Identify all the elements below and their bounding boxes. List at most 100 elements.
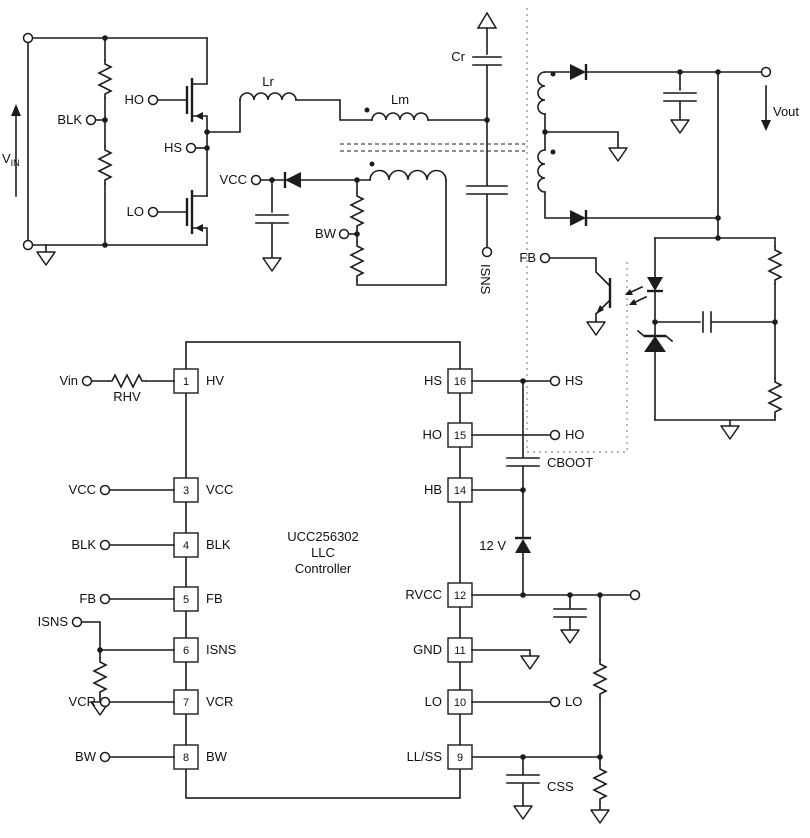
ic-name-line3: Controller <box>295 561 352 576</box>
polarity-dot-icon <box>550 149 556 155</box>
bias-supply: VCC BW <box>220 161 447 286</box>
input-source: VIN <box>2 32 208 266</box>
inductor-lr-icon <box>239 92 297 101</box>
input-terminal-bottom <box>22 239 34 251</box>
shunt-regulator-icon <box>636 329 674 352</box>
vin-arrowhead-icon <box>11 104 21 116</box>
blk-terminal <box>85 114 97 126</box>
pin-fb: 5 FB <box>173 586 223 612</box>
half-bridge: HO HS LO <box>125 37 210 246</box>
ext-rvcc <box>471 589 641 644</box>
resistor-icon <box>767 377 783 417</box>
fb-label: FB <box>519 250 536 265</box>
lo-b-terminal <box>549 696 561 708</box>
ground-icon <box>586 321 606 336</box>
ic-name-line1: UCC256302 <box>287 529 359 544</box>
css-label: CSS <box>547 779 574 794</box>
isolation-boundary <box>526 8 628 453</box>
isns-label: ISNS <box>478 264 493 295</box>
pin-lo: 10 LO <box>425 689 473 715</box>
fb-terminal <box>539 252 551 264</box>
vcc-terminal <box>250 174 262 186</box>
resistor-icon <box>767 245 783 285</box>
pin-name: HB <box>424 482 442 497</box>
ext-lo: LO <box>471 694 582 709</box>
svg-text:LO: LO <box>565 694 582 709</box>
vcc-b-terminal <box>99 484 111 496</box>
pin-name: ISNS <box>206 642 237 657</box>
center-tap <box>544 131 619 149</box>
svg-text:12: 12 <box>454 590 466 602</box>
ground-icon <box>513 805 533 820</box>
input-divider: BLK <box>57 35 113 248</box>
pin-llss: 9 LL/SS <box>407 744 473 770</box>
fb-b-terminal <box>99 593 111 605</box>
pin-name: GND <box>413 642 442 657</box>
svg-text:6: 6 <box>183 645 189 657</box>
ground-icon <box>670 119 690 134</box>
svg-text:HO: HO <box>565 427 585 442</box>
ground-icon <box>720 425 740 440</box>
vout-terminal <box>760 66 772 78</box>
css-cap-icon <box>506 756 540 807</box>
svg-text:16: 16 <box>454 376 466 388</box>
svg-text:ISNS: ISNS <box>38 614 69 629</box>
resistor-rhv-icon <box>107 373 147 389</box>
rail-triangle-icon <box>476 11 498 29</box>
resistor-icon <box>592 659 608 699</box>
cboot-label: CBOOT <box>547 455 593 470</box>
hs-b-terminal <box>549 375 561 387</box>
vout-label: Vout <box>773 104 799 119</box>
vcr-terminal <box>99 696 111 708</box>
ext-vcr: VCR <box>69 694 175 709</box>
ext-hb-bootdiode: 12 V <box>471 487 531 596</box>
rvcc-terminal <box>629 589 641 601</box>
bw-label: BW <box>315 226 337 241</box>
pin-name: BLK <box>206 537 231 552</box>
output-rectifier: Vout <box>570 64 799 226</box>
pin-name: LO <box>425 694 442 709</box>
input-rails <box>27 37 208 246</box>
pin-ho: 15 HO <box>423 422 473 448</box>
hs-terminal <box>185 142 197 154</box>
resistor-icon <box>92 657 108 697</box>
lo-terminal <box>147 206 159 218</box>
svg-text:7: 7 <box>183 697 189 709</box>
diode-icon <box>283 172 301 188</box>
resistor-icon <box>97 59 113 99</box>
resistor-icon <box>349 241 365 281</box>
ext-bw: BW <box>75 749 175 764</box>
ext-hv-rhv: Vin RHV <box>59 373 175 404</box>
isns-terminal <box>481 246 493 258</box>
low-side-mosfet-icon <box>157 190 208 246</box>
svg-text:14: 14 <box>454 485 466 497</box>
ho-b-terminal <box>549 429 561 441</box>
feedback-network: FB <box>519 217 783 440</box>
secondary-winding-top-icon <box>537 71 546 115</box>
svg-text:15: 15 <box>454 430 466 442</box>
pin-isns: 6 ISNS <box>173 637 237 663</box>
pin-name: HO <box>423 427 443 442</box>
svg-text:11: 11 <box>454 645 465 657</box>
svg-text:BW: BW <box>75 749 97 764</box>
svg-text:8: 8 <box>183 752 189 764</box>
rail-12v-label: 12 V <box>479 538 506 553</box>
vcc-label: VCC <box>220 172 247 187</box>
input-terminal-top <box>22 32 34 44</box>
pin-hs: 16 HS <box>424 368 473 394</box>
resistor-icon <box>97 145 113 185</box>
pin-name: LL/SS <box>407 749 443 764</box>
svg-text:BLK: BLK <box>71 537 96 552</box>
svg-text:10: 10 <box>454 697 466 709</box>
polarity-dot-icon <box>369 161 375 167</box>
ext-gnd <box>471 649 540 670</box>
pin-blk: 4 BLK <box>173 532 231 558</box>
pin-name: RVCC <box>405 587 442 602</box>
high-side-mosfet-icon <box>157 37 208 133</box>
vcc-cap-icon <box>255 179 289 259</box>
pin-gnd: 11 GND <box>413 637 473 663</box>
ext-fb: FB <box>79 591 175 606</box>
pin-hv: 1 HV <box>173 368 224 394</box>
vin-b-label: Vin <box>59 373 78 388</box>
boot-diode-icon <box>515 536 531 553</box>
